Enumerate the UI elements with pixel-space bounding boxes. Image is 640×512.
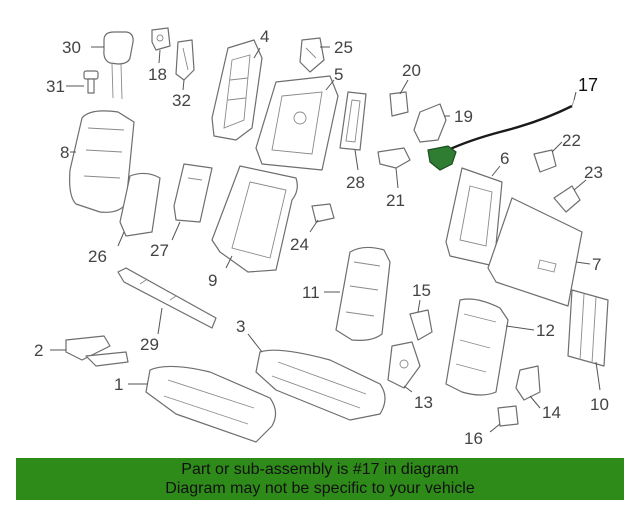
cover-part-23: [553, 185, 581, 213]
callout-24: 24: [290, 235, 309, 254]
clip-part-18: [151, 27, 171, 51]
clip-part-24: [311, 203, 335, 223]
callout-26: 26: [88, 247, 107, 266]
panel-part-10: [567, 289, 609, 367]
seat-cushion-part-3: [255, 349, 386, 421]
callout-23: 23: [584, 163, 603, 182]
bezel-part-20: [389, 91, 409, 117]
latch-cover-part-19: [413, 103, 447, 143]
callout-32: 32: [172, 91, 191, 110]
latch-part-22: [533, 149, 557, 173]
backrest-cushion-part-8: [69, 110, 135, 213]
bracket-part-15: [409, 309, 433, 341]
callout-11: 11: [302, 283, 320, 302]
banner-line-2: Diagram may not be specific to your vehi…: [165, 480, 475, 497]
callout-25: 25: [334, 38, 353, 57]
callout-12: 12: [536, 321, 555, 340]
parts-diagram: 30 31 18 32 4 25 5 28 20 19 21 17 22 23 …: [34, 27, 609, 448]
callout-10: 10: [590, 395, 609, 414]
callout-labels: 30 31 18 32 4 25 5 28 20 19 21 17 22 23 …: [34, 27, 609, 448]
callout-17: 17: [578, 75, 598, 95]
callout-7: 7: [592, 255, 601, 274]
trim-part-2: [65, 335, 129, 367]
info-banner: Part or sub-assembly is #17 in diagram D…: [16, 458, 624, 500]
callout-18: 18: [148, 65, 167, 84]
backrest-part-9: [211, 165, 298, 273]
bolster-part-26: [119, 172, 161, 237]
callout-29: 29: [140, 335, 159, 354]
back-panel-part-7: [487, 197, 583, 307]
release-cable-part-17: [427, 99, 575, 171]
handle-part-21: [377, 147, 411, 169]
clip-part-16: [497, 405, 519, 427]
callout-30: 30: [62, 38, 81, 57]
bracket-part-25: [299, 37, 325, 73]
trim-part-28: [339, 91, 367, 151]
callout-27: 27: [150, 241, 169, 260]
bracket-part-27: [173, 163, 213, 223]
callout-3: 3: [236, 317, 245, 336]
seatback-frame-part-5: [255, 75, 339, 171]
callout-9: 9: [208, 271, 217, 290]
callout-2: 2: [34, 341, 43, 360]
backrest-part-12: [445, 298, 509, 396]
callout-8: 8: [60, 143, 69, 162]
rail-part-29: [117, 267, 217, 329]
bracket-part-32: [175, 39, 195, 81]
bracket-part-13: [387, 341, 421, 389]
seatback-frame-part-4: [211, 39, 263, 141]
callout-22: 22: [562, 131, 581, 150]
headrest-part-30: [103, 31, 134, 100]
backrest-part-11: [335, 246, 391, 341]
guide-part-31: [83, 70, 99, 94]
callout-19: 19: [454, 107, 473, 126]
trim-panel-part-6: [445, 167, 503, 267]
callout-31: 31: [46, 77, 65, 96]
seat-cushion-part-1: [145, 365, 277, 443]
callout-14: 14: [542, 403, 561, 422]
callout-4: 4: [260, 27, 269, 46]
callout-15: 15: [412, 281, 431, 300]
callout-1: 1: [114, 375, 123, 394]
callout-6: 6: [500, 149, 509, 168]
banner-line-1: Part or sub-assembly is #17 in diagram: [181, 461, 459, 478]
callout-28: 28: [346, 173, 365, 192]
hinge-part-14: [515, 365, 541, 401]
callout-16: 16: [464, 429, 483, 448]
callout-20: 20: [402, 61, 421, 80]
callout-13: 13: [414, 393, 433, 412]
callout-21: 21: [386, 191, 405, 210]
callout-5: 5: [334, 65, 343, 84]
leader-lines: [50, 46, 601, 433]
